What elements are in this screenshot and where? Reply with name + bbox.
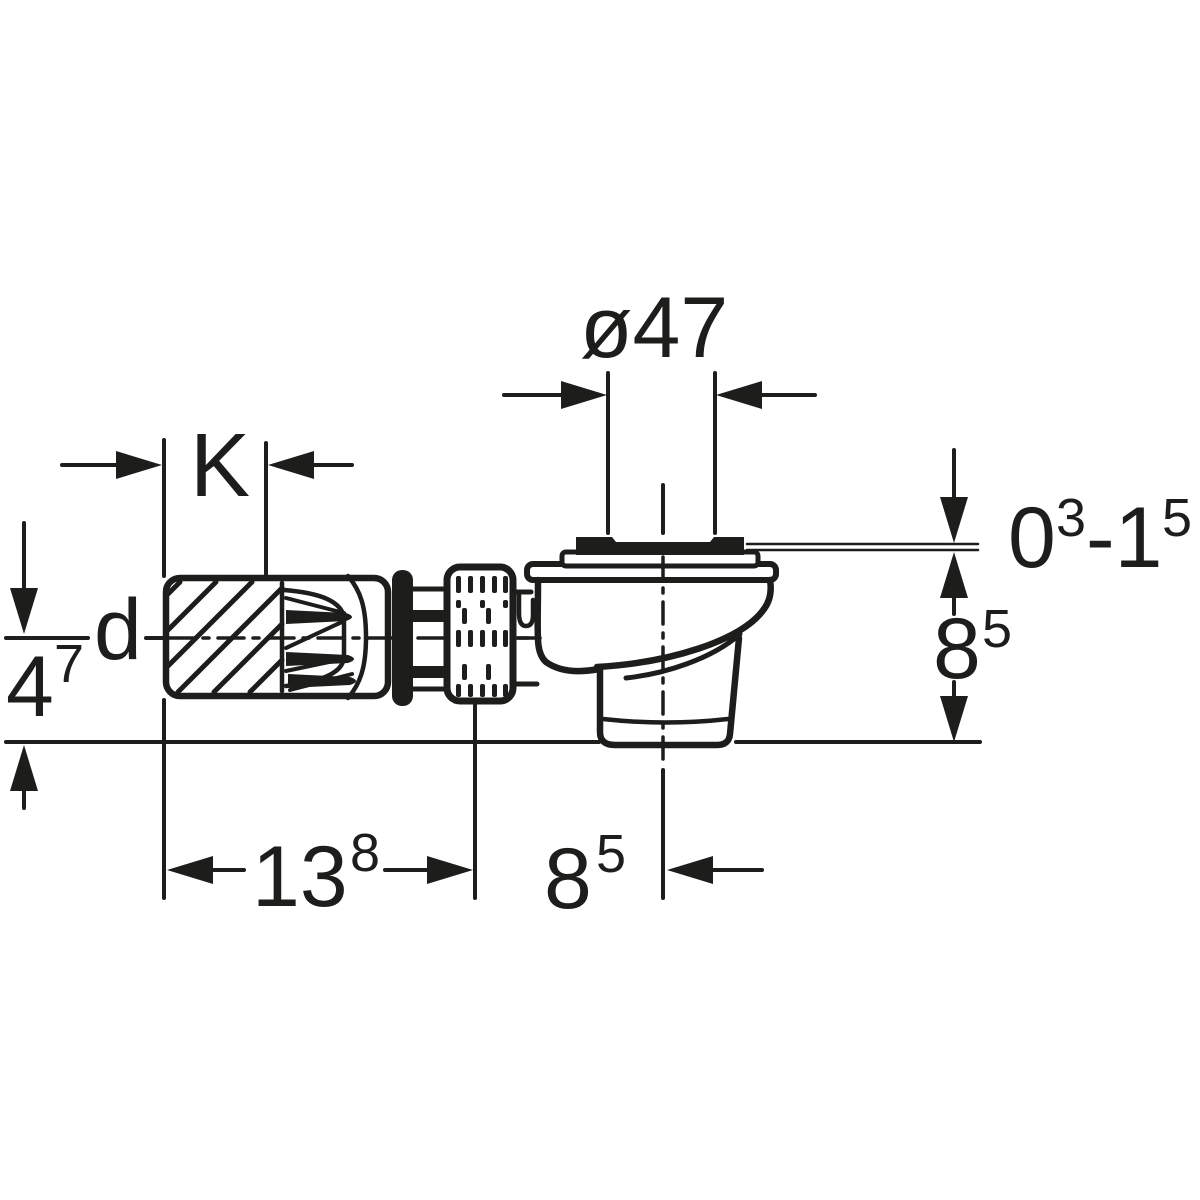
dimension-k: K	[60, 416, 354, 578]
dim-label-length-bottom: 13	[252, 829, 348, 925]
funnel-flare	[345, 573, 369, 701]
dim-label-height-right: 8	[933, 601, 981, 697]
dimension-height-right: 8 5	[933, 552, 1012, 742]
seal-rib	[286, 652, 354, 666]
dim-label-length-bottom-sup: 8	[350, 823, 380, 883]
datum-lines	[4, 542, 982, 744]
dimension-depth-range: 0 3 -1 5	[940, 448, 1192, 586]
arrowhead-left-icon	[716, 381, 762, 409]
dimension-offset-bottom: 8 5	[544, 768, 764, 927]
arrowhead-up-icon	[940, 552, 968, 598]
nut-knurl-pattern	[456, 576, 508, 697]
dim-label-offset-bottom-sup: 5	[596, 824, 626, 884]
grate-cap	[576, 537, 744, 555]
arrowhead-right-icon	[116, 451, 162, 479]
trap-body	[524, 483, 779, 768]
trap-cup	[596, 634, 743, 749]
arrowhead-left-icon	[268, 451, 314, 479]
seal-rib	[286, 610, 352, 624]
coupling-assembly	[166, 563, 542, 706]
dim-label-depth-sup1: 3	[1056, 488, 1086, 548]
dim-label-axis-height: 4	[6, 639, 54, 735]
cup-water-line	[600, 716, 731, 725]
arrowhead-down-icon	[940, 696, 968, 742]
arrowhead-up-icon	[10, 745, 38, 791]
dim-label-diameter-top: ø47	[580, 280, 728, 376]
dim-label-height-right-sup: 5	[982, 599, 1012, 659]
bowl-left-wall	[534, 576, 603, 675]
bowl-sweep-upper	[593, 605, 768, 671]
dim-label-offset-bottom: 8	[544, 831, 592, 927]
dim-label-depth-base1: 0	[1008, 490, 1056, 586]
retaining-clip	[516, 591, 536, 629]
dim-label-depth-base2: -1	[1086, 490, 1162, 586]
hatch-pattern	[165, 579, 285, 695]
arrowhead-down-icon	[10, 588, 38, 634]
bowl-sweep-lower	[623, 631, 743, 681]
arrowhead-left-icon	[167, 856, 213, 884]
arrowhead-right-icon	[427, 856, 473, 884]
arrowhead-right-icon	[561, 381, 607, 409]
dim-label-k: K	[190, 416, 250, 516]
dimension-diameter-top: ø47	[502, 280, 817, 535]
bowl-right-wall	[760, 576, 774, 613]
arrowhead-left-icon	[667, 856, 713, 884]
seal-rib	[288, 674, 356, 688]
dimension-axis-height: 4 7	[6, 521, 84, 810]
dim-label-depth-sup2: 5	[1162, 488, 1192, 548]
arrowhead-down-icon	[940, 497, 968, 543]
dimension-length-bottom: 13 8	[162, 698, 477, 925]
dim-label-axis-height-sup: 7	[54, 634, 84, 694]
dim-label-pipe-diameter: d	[94, 582, 142, 678]
